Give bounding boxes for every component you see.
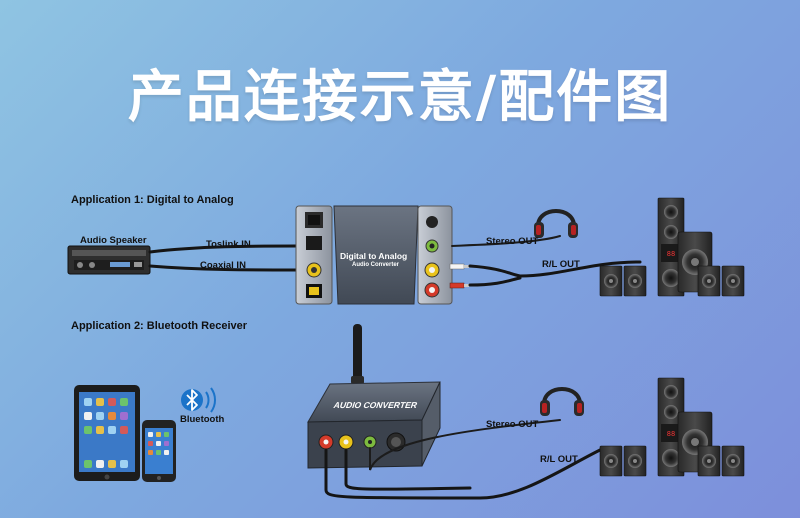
audio-speaker-label: Audio Speaker <box>80 235 147 246</box>
phone-device <box>142 420 176 482</box>
converter1-title: Digital to Analog <box>340 251 408 261</box>
coaxial-in-label: Coaxial IN <box>200 260 246 271</box>
converter1-input-panel <box>295 205 333 305</box>
toslink-in-label: Toslink IN <box>206 239 251 250</box>
bluetooth-icon <box>181 387 216 413</box>
app2-heading: Application 2: Bluetooth Receiver <box>71 320 248 332</box>
rl-out-label-2: R/L OUT <box>540 454 578 465</box>
speaker-system-2 <box>599 377 745 477</box>
rl-out-cable-red <box>468 276 522 287</box>
stereo-out-cable <box>451 235 561 247</box>
toslink-cable <box>148 244 300 254</box>
stereo-out-label: Stereo OUT <box>486 236 539 247</box>
rl-out-cable-red-2 <box>324 448 602 500</box>
stereo-out-label-2: Stereo OUT <box>486 419 539 430</box>
bluetooth-label: Bluetooth <box>180 414 225 425</box>
rl-out-cable-white <box>468 260 642 278</box>
converter1-subtitle: Audio Converter <box>352 262 400 268</box>
rl-out-label: R/L OUT <box>542 259 580 270</box>
tablet-device <box>74 385 140 481</box>
rl-out-cable-yellow-2 <box>344 448 472 491</box>
stereo-out-cable-2 <box>369 419 561 471</box>
page-title: 产品连接示意/配件图 <box>127 65 673 130</box>
converter1-body <box>333 205 419 305</box>
speaker-system-1 <box>599 197 745 297</box>
coaxial-cable <box>148 264 300 272</box>
amplifier-device <box>67 245 151 275</box>
converter2-device <box>307 324 441 469</box>
headphones-icon-2 <box>538 387 586 418</box>
converter1-output-panel <box>417 205 453 305</box>
converter2-title: AUDIO CONVERTER <box>332 400 419 410</box>
headphones-icon <box>532 209 580 240</box>
app1-heading: Application 1: Digital to Analog <box>71 194 234 206</box>
